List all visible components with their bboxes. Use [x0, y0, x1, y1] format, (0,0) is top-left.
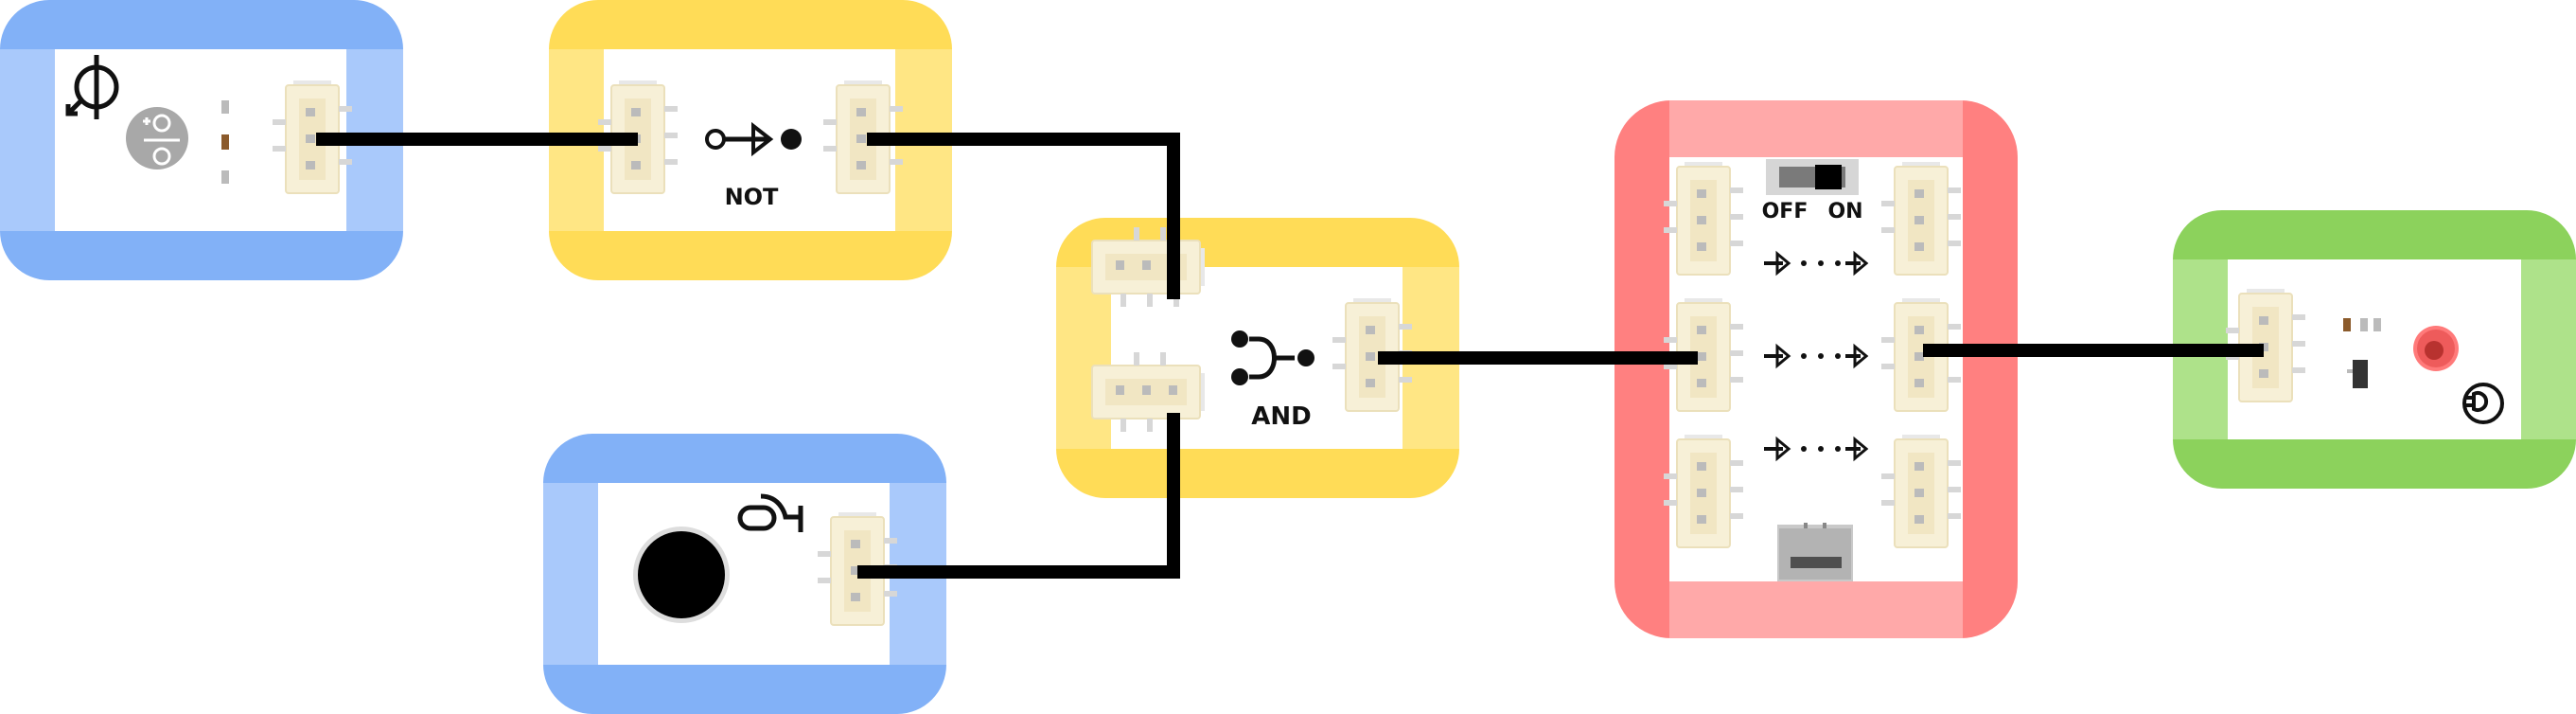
smd-component	[221, 170, 229, 184]
sound-sensor-module	[543, 434, 946, 714]
microphone-component	[633, 527, 730, 623]
potentiometer-icon	[126, 107, 188, 170]
smd-component	[2373, 318, 2381, 331]
transistor-component	[2353, 360, 2368, 388]
switch-on-label: ON	[1827, 200, 1862, 223]
microphone-icon	[737, 493, 803, 532]
not-gate-symbol	[705, 121, 802, 157]
smd-component	[221, 100, 229, 114]
signal-arrow-row	[1764, 250, 1869, 277]
wires	[316, 133, 2264, 579]
led-light	[2413, 326, 2459, 371]
power-switch[interactable]	[1766, 159, 1859, 195]
transistor-component	[2347, 369, 2353, 373]
smd-component	[221, 134, 229, 150]
signal-arrow-row	[1764, 436, 1869, 462]
light-sensor-module	[0, 0, 403, 280]
wire-sound-to-and	[857, 413, 1180, 579]
switch-off-label: OFF	[1762, 200, 1808, 223]
light-sensor-icon	[65, 55, 119, 119]
wire-not-to-and	[867, 133, 1180, 299]
and-gate-label: AND	[1251, 402, 1311, 431]
and-gate-module: AND	[1056, 218, 1459, 498]
smd-component	[2360, 318, 2368, 331]
smd-component	[2343, 318, 2351, 331]
signal-hub-module: OFF ON	[1614, 100, 2018, 638]
light-bulb-icon	[2462, 383, 2504, 424]
and-gate-symbol	[1231, 330, 1314, 385]
usb-port[interactable]	[1777, 523, 1853, 581]
not-gate-label: NOT	[725, 184, 779, 210]
signal-arrow-row	[1764, 343, 1869, 369]
